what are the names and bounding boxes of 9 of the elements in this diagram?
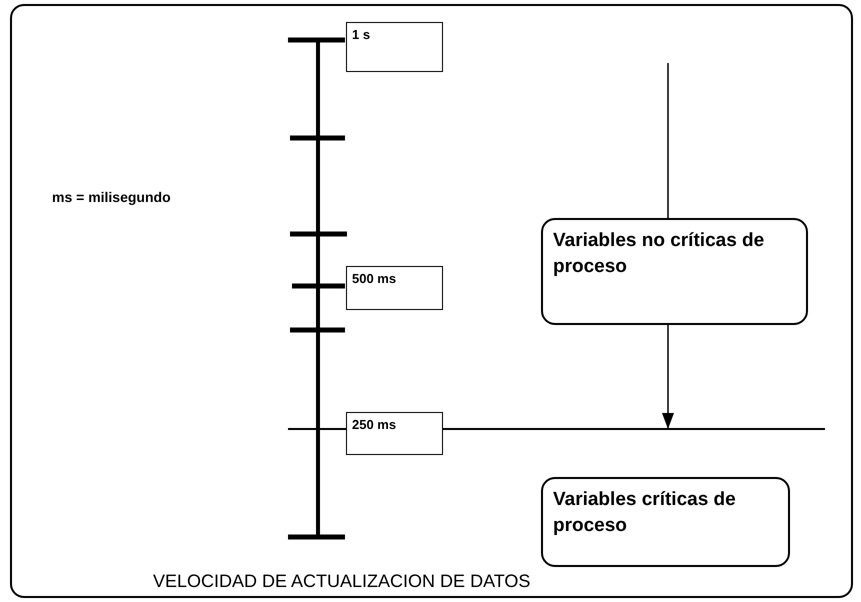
note-text: ms = milisegundo [52,189,171,205]
connector-line [667,63,669,218]
time-label: 500 ms [346,266,443,310]
category-box: Variables críticas de proceso [541,477,790,567]
arrow [662,325,674,429]
caption-text: VELOCIDAD DE ACTUALIZACION DE DATOS [153,571,530,592]
time-label: 1 s [346,22,443,72]
category-box: Variables no críticas de proceso [541,218,808,325]
time-label: 250 ms [346,412,443,455]
